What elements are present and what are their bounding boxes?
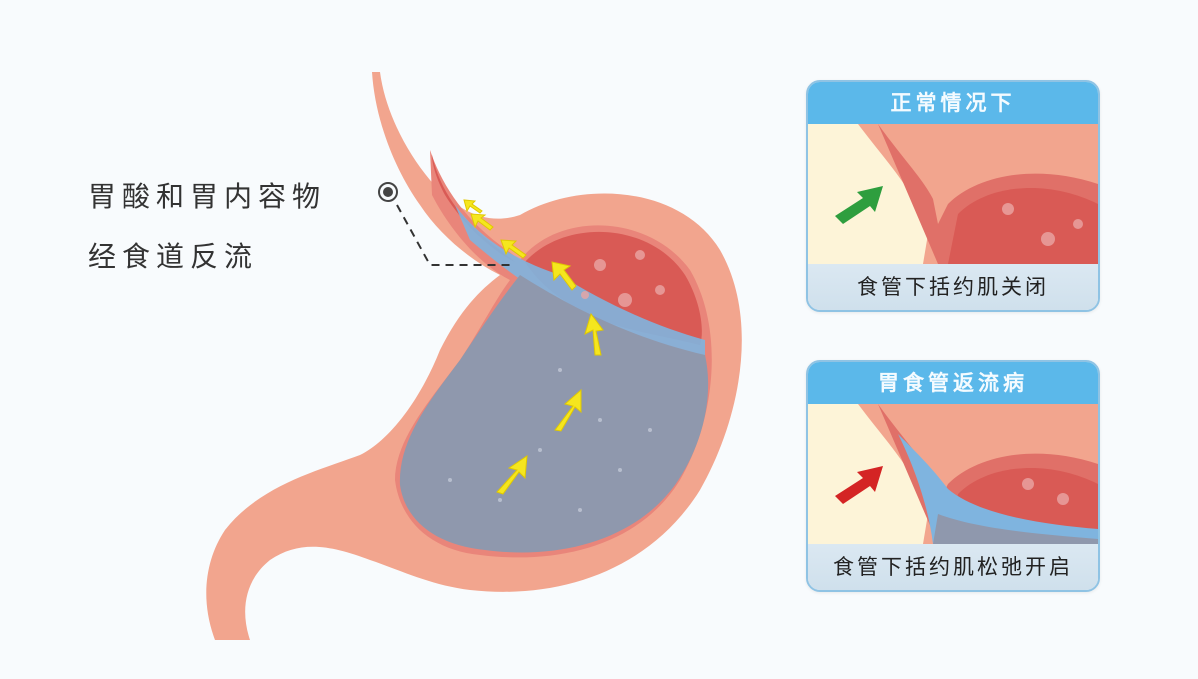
reflux-arrows (463, 199, 604, 495)
card-caption: 食管下括约肌关闭 (808, 264, 1098, 310)
card-caption: 食管下括约肌松弛开启 (808, 544, 1098, 590)
gerd-card: 胃食管返流病 食管下括约肌松弛开启 (806, 360, 1100, 592)
stomach-upper-contents (525, 231, 702, 345)
callout-pointer (378, 182, 515, 266)
reflux-sphincter-illustration (808, 404, 1098, 544)
card-title: 胃食管返流病 (808, 362, 1098, 404)
reflux-label-line2: 经食道反流 (88, 240, 259, 273)
normal-sphincter-illustration (808, 124, 1098, 264)
reflux-label-line1: 胃酸和胃内容物 (88, 180, 327, 213)
gastric-fluid (399, 275, 709, 553)
card-title: 正常情况下 (808, 82, 1098, 124)
acid-layer (455, 205, 705, 360)
normal-condition-card: 正常情况下 食管下括约肌关闭 (806, 80, 1100, 312)
